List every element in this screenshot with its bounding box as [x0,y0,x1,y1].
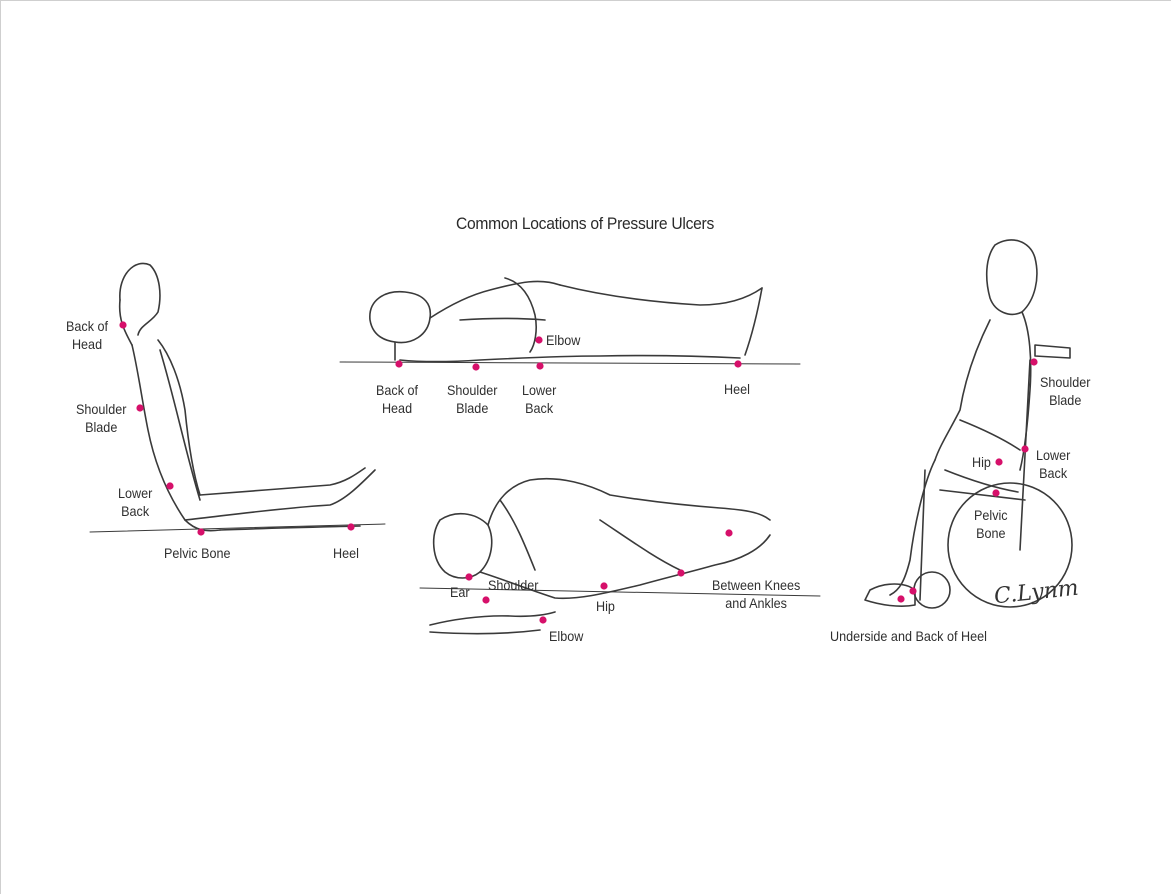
label-wheelchair-heel: Underside and Back of Heel [830,627,987,645]
label-wheelchair-hip: Hip [972,453,991,471]
wheelchair-figure [865,240,1072,608]
label-reclining-heel: Heel [333,544,359,562]
ulcer-markers [119,321,1037,623]
label-side-elbow: Elbow [549,627,583,645]
label-side-shoulder: Shoulder [488,576,538,594]
label-side-hip: Hip [596,597,615,615]
supine-figure [340,278,800,364]
label-supine-heel: Heel [724,380,750,398]
label-side-ear: Ear [450,583,470,601]
label-reclining-pelvic-bone: Pelvic Bone [164,544,231,562]
label-supine-elbow: Elbow [546,331,580,349]
